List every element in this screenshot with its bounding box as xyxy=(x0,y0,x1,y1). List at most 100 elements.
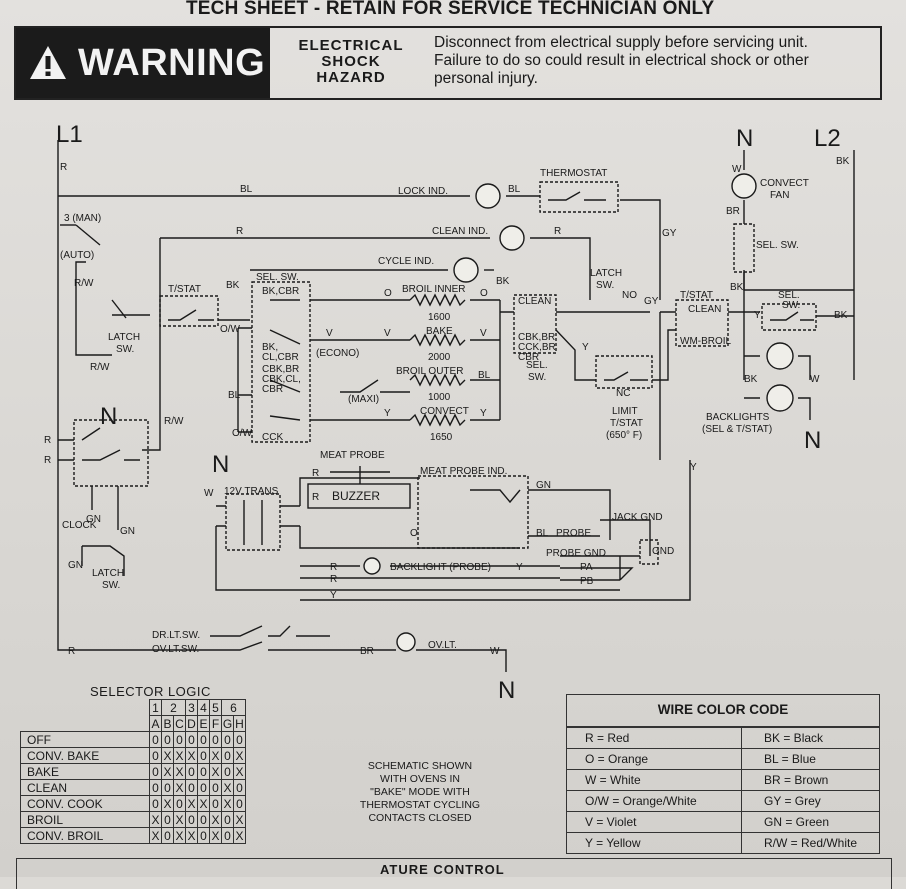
svg-text:1000: 1000 xyxy=(428,392,451,403)
selector-group-row: 1 2 3 4 5 6 xyxy=(21,699,246,716)
svg-text:LOCK IND.: LOCK IND. xyxy=(398,186,448,197)
hazard-message: Disconnect from electrical supply before… xyxy=(434,34,809,87)
svg-text:BK: BK xyxy=(834,310,848,321)
selector-row: OFF 0 0 0 0 0 0 0 0 xyxy=(20,731,246,748)
svg-text:GND: GND xyxy=(652,546,674,557)
svg-text:R: R xyxy=(236,226,243,237)
svg-text:CBK,CL,: CBK,CL, xyxy=(262,374,301,385)
svg-text:R/W: R/W xyxy=(74,278,94,289)
backlight-probe-lamp xyxy=(363,557,381,575)
hazard-label: ELECTRICAL SHOCK HAZARD xyxy=(298,37,404,86)
svg-text:BK,: BK, xyxy=(262,342,278,353)
svg-text:BL: BL xyxy=(508,184,521,195)
svg-text:(ECONO): (ECONO) xyxy=(316,348,359,359)
svg-text:BL: BL xyxy=(478,370,491,381)
svg-text:BK: BK xyxy=(836,156,850,167)
svg-text:1600: 1600 xyxy=(428,312,451,323)
svg-text:R: R xyxy=(44,435,51,446)
svg-text:R: R xyxy=(68,646,75,657)
l2-label: L2 xyxy=(814,125,841,152)
svg-text:BACKLIGHT (PROBE): BACKLIGHT (PROBE) xyxy=(390,562,491,573)
indicator-lamps xyxy=(363,173,794,652)
svg-text:SW.: SW. xyxy=(528,372,546,383)
svg-text:Y: Y xyxy=(480,408,487,419)
svg-text:R: R xyxy=(44,455,51,466)
svg-text:12V TRANS: 12V TRANS xyxy=(224,486,279,497)
svg-text:DR.LT.SW.: DR.LT.SW. xyxy=(152,630,200,641)
svg-text:T/STAT: T/STAT xyxy=(610,418,643,429)
svg-text:1650: 1650 xyxy=(430,432,453,443)
svg-text:LIMIT: LIMIT xyxy=(612,406,638,417)
n-backlight-label: N xyxy=(804,427,821,454)
svg-text:BK: BK xyxy=(744,374,758,385)
wires xyxy=(57,140,855,672)
svg-text:CBK,BR: CBK,BR xyxy=(262,364,299,375)
svg-text:O/W: O/W xyxy=(232,428,253,439)
selector-row: CLEAN 0 0 X 0 0 0 X 0 xyxy=(20,779,246,796)
svg-text:WM-BROIL: WM-BROIL xyxy=(680,336,732,347)
svg-text:CL,CBR: CL,CBR xyxy=(262,352,299,363)
selector-logic-title: SELECTOR LOGIC xyxy=(90,684,211,699)
svg-text:R: R xyxy=(330,574,337,585)
svg-text:(AUTO): (AUTO) xyxy=(60,250,94,261)
warning-triangle-icon xyxy=(30,46,66,79)
svg-text:PA: PA xyxy=(580,562,593,573)
svg-text:W: W xyxy=(732,164,742,175)
backlight-lamp-1 xyxy=(766,342,794,370)
svg-text:Y: Y xyxy=(754,310,761,321)
wire-color-code-title: WIRE COLOR CODE xyxy=(567,695,879,727)
n-top-label: N xyxy=(736,125,753,152)
bottom-section-title: ATURE CONTROL xyxy=(380,862,505,877)
svg-text:T/STAT: T/STAT xyxy=(168,284,201,295)
svg-text:BAKE: BAKE xyxy=(426,326,453,337)
svg-text:BK,CBR: BK,CBR xyxy=(262,286,299,297)
svg-text:CCK,BR: CCK,BR xyxy=(518,342,556,353)
svg-text:SW.: SW. xyxy=(782,300,800,311)
svg-text:BR: BR xyxy=(360,646,374,657)
svg-text:R/W: R/W xyxy=(90,362,110,373)
svg-text:BL: BL xyxy=(240,184,253,195)
svg-text:T/STAT: T/STAT xyxy=(680,290,713,301)
svg-text:BK: BK xyxy=(730,282,744,293)
svg-text:CYCLE IND.: CYCLE IND. xyxy=(378,256,434,267)
svg-text:LATCH: LATCH xyxy=(92,568,124,579)
broil-outer-element xyxy=(409,373,466,387)
warning-word: WARNING xyxy=(78,41,266,84)
selector-row: CONV. COOK 0 X 0 X X 0 X 0 xyxy=(20,795,246,812)
svg-text:Y: Y xyxy=(582,342,589,353)
svg-text:Y: Y xyxy=(516,562,523,573)
svg-text:V: V xyxy=(384,328,391,339)
svg-text:GN: GN xyxy=(536,480,551,491)
svg-text:W: W xyxy=(204,488,214,499)
svg-text:THERMOSTAT: THERMOSTAT xyxy=(540,168,607,179)
svg-text:MEAT PROBE: MEAT PROBE xyxy=(320,450,385,461)
svg-text:GY: GY xyxy=(662,228,677,239)
n-ovlt-label: N xyxy=(498,677,515,704)
bottom-section-box xyxy=(16,858,892,889)
svg-text:CONVECT: CONVECT xyxy=(420,406,469,417)
svg-text:NO: NO xyxy=(622,290,637,301)
bake-element xyxy=(409,333,466,347)
svg-text:R: R xyxy=(330,562,337,573)
svg-text:R: R xyxy=(554,226,561,237)
svg-text:LATCH: LATCH xyxy=(108,332,140,343)
svg-text:PROBE GND: PROBE GND xyxy=(546,548,606,559)
svg-text:CLOCK: CLOCK xyxy=(62,520,97,531)
svg-text:W: W xyxy=(810,374,820,385)
svg-text:(MAXI): (MAXI) xyxy=(348,394,379,405)
svg-text:CLEAN: CLEAN xyxy=(518,296,551,307)
svg-text:Y: Y xyxy=(384,408,391,419)
svg-text:NC: NC xyxy=(616,388,630,399)
warning-box: WARNING ELECTRICAL SHOCK HAZARD Disconne… xyxy=(14,26,882,100)
svg-text:W: W xyxy=(490,646,500,657)
svg-text:R/W: R/W xyxy=(164,416,184,427)
svg-text:GY: GY xyxy=(644,296,659,307)
svg-text:OV.LT.: OV.LT. xyxy=(428,640,457,651)
svg-text:BROIL INNER: BROIL INNER xyxy=(402,284,466,295)
svg-text:O: O xyxy=(410,528,418,539)
